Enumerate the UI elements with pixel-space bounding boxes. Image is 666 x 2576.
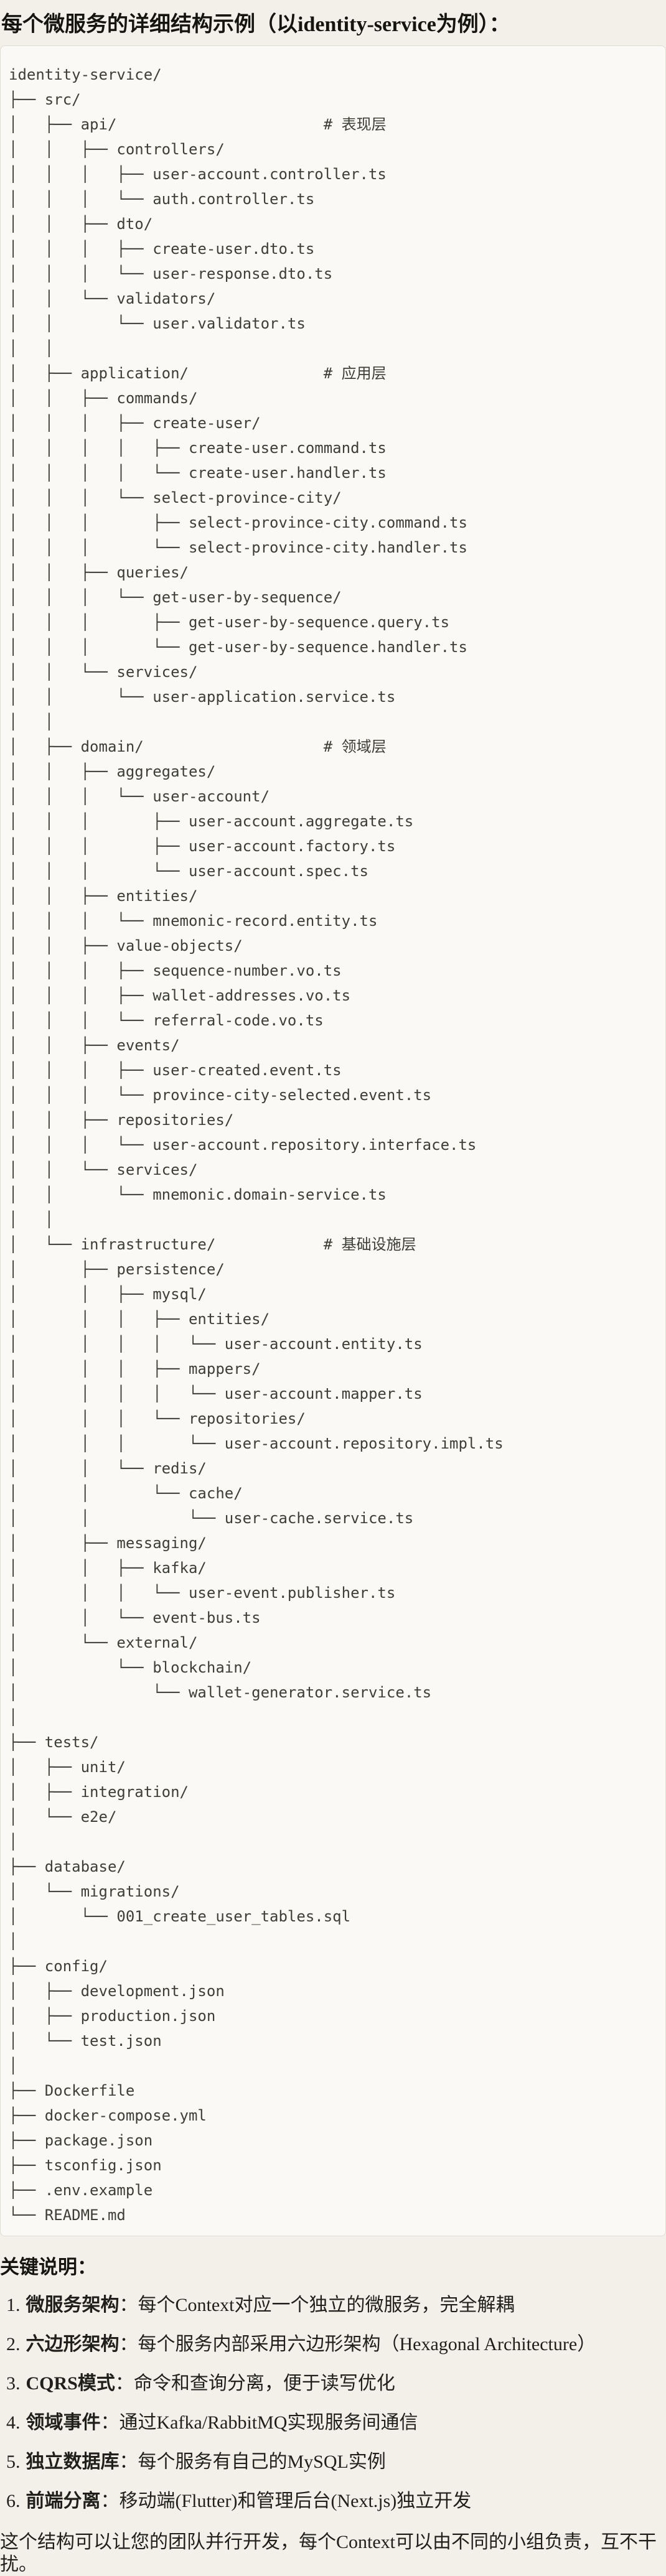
list-item-text: ：每个服务有自己的MySQL实例 (119, 2452, 386, 2472)
notes-list: 1.微服务架构：每个Context对应一个独立的微服务，完全解耦 2.六边形架构… (0, 2294, 666, 2513)
directory-tree: identity-service/ ├── src/ │ ├── api/ # … (9, 66, 504, 2224)
list-item: 4.领域事件：通过Kafka/RabbitMQ实现服务间通信 (6, 2412, 666, 2434)
closing-paragraph: 这个结构可以让您的团队并行开发，每个Context可以由不同的小组负责，互不干扰… (0, 2532, 657, 2575)
code-block: identity-service/ ├── src/ │ ├── api/ # … (0, 45, 666, 2236)
list-item-number: 4. (6, 2412, 21, 2433)
list-item-number: 2. (6, 2334, 21, 2354)
list-item-term: CQRS模式 (26, 2373, 115, 2394)
page-title: 每个微服务的详细结构示例（以identity-service为例）： (1, 13, 510, 36)
list-item: 3.CQRS模式：命令和查询分离，便于读写优化 (6, 2373, 666, 2395)
list-item-term: 微服务架构 (26, 2295, 120, 2315)
list-item-term: 六边形架构 (26, 2334, 120, 2354)
notes-section: 关键说明： 1.微服务架构：每个Context对应一个独立的微服务，完全解耦 2… (0, 2255, 666, 2576)
list-item-number: 1. (6, 2295, 21, 2315)
list-item-term: 前端分离 (26, 2491, 101, 2511)
markdown-document: 每个微服务的详细结构示例（以identity-service为例）： ident… (0, 11, 666, 2576)
list-item-text: ：命令和查询分离，便于读写优化 (115, 2373, 395, 2394)
list-item-term: 领域事件 (26, 2412, 101, 2433)
list-item-number: 5. (6, 2452, 21, 2472)
list-item: 2.六边形架构：每个服务内部采用六边形架构（Hexagonal Architec… (6, 2333, 666, 2356)
list-item-text: ：通过Kafka/RabbitMQ实现服务间通信 (100, 2412, 418, 2433)
notes-heading: 关键说明： (0, 2256, 96, 2278)
list-item: 1.微服务架构：每个Context对应一个独立的微服务，完全解耦 (6, 2294, 666, 2317)
list-item-text: ：移动端(Flutter)和管理后台(Next.js)独立开发 (100, 2491, 472, 2511)
list-item-text: ：每个服务内部采用六边形架构（Hexagonal Architecture） (119, 2334, 596, 2354)
list-item-number: 6. (6, 2491, 21, 2511)
list-item: 5.独立数据库：每个服务有自己的MySQL实例 (6, 2451, 666, 2473)
list-item-term: 独立数据库 (26, 2452, 120, 2472)
list-item-text: ：每个Context对应一个独立的微服务，完全解耦 (119, 2295, 515, 2315)
list-item-number: 3. (6, 2373, 21, 2394)
list-item: 6.前端分离：移动端(Flutter)和管理后台(Next.js)独立开发 (6, 2490, 666, 2513)
